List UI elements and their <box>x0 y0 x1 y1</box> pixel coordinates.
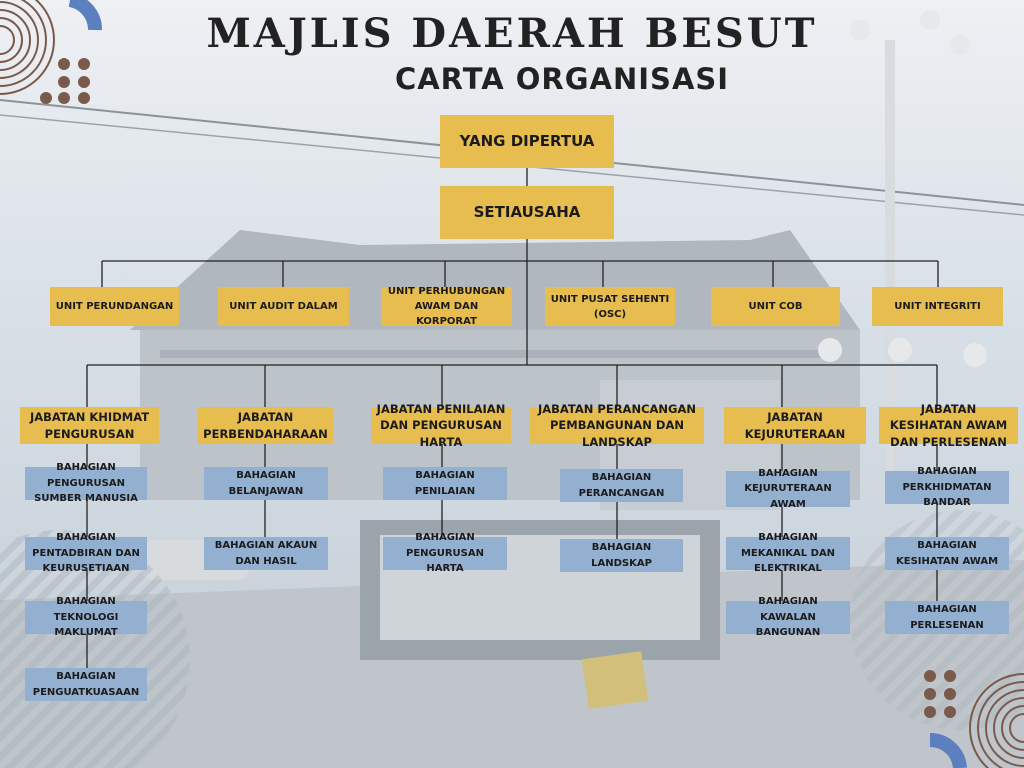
bahagian-teknologi-maklumat-box: BAHAGIAN TEKNOLOGI MAKLUMAT <box>25 596 147 638</box>
bahagian-kejuruteraan-awam-box: BAHAGIAN KEJURUTERAAN AWAM <box>726 468 850 510</box>
jabatan-perbendaharaan-box: JABATAN PERBENDAHARAAN <box>198 407 333 444</box>
page-subtitle: CARTA ORGANISASI <box>394 62 730 96</box>
bahagian-perancangan-box: BAHAGIAN PERANCANGAN <box>560 469 683 502</box>
jabatan-kesihatan-awam-box: JABATAN KESIHATAN AWAM DAN PERLESENAN <box>879 402 1018 449</box>
bahagian-penguatkuasaan-box: BAHAGIAN PENGUATKUASAAN <box>25 668 147 701</box>
bahagian-kesihatan-awam-box: BAHAGIAN KESIHATAN AWAM <box>885 537 1009 570</box>
bahagian-perlesenan-box: BAHAGIAN PERLESENAN <box>885 601 1009 634</box>
yang-dipertua-box: YANG DIPERTUA <box>440 115 614 168</box>
bahagian-belanjawan-box: BAHAGIAN BELANJAWAN <box>204 467 328 500</box>
bahagian-pentadbiran-box: BAHAGIAN PENTADBIRAN DAN KEURUSETIAAN <box>25 532 147 574</box>
unit-audit-dalam-box: UNIT AUDIT DALAM <box>218 287 349 326</box>
bahagian-pengurusan-harta-box: BAHAGIAN PENGURUSAN HARTA <box>383 532 507 574</box>
dot-grid-decor-top <box>40 58 100 108</box>
setiausaha-box: SETIAUSAHA <box>440 186 614 239</box>
bahagian-penilaian-box: BAHAGIAN PENILAIAN <box>383 467 507 500</box>
bahagian-kawalan-bangunan-box: BAHAGIAN KAWALAN BANGUNAN <box>726 596 850 638</box>
bahagian-perkhidmatan-bandar-box: BAHAGIAN PERKHIDMATAN BANDAR <box>885 466 1009 508</box>
dot-grid-decor-bottom <box>924 670 984 720</box>
bahagian-landskap-box: BAHAGIAN LANDSKAP <box>560 539 683 572</box>
jabatan-kejuruteraan-box: JABATAN KEJURUTERAAN <box>724 407 866 444</box>
unit-pusat-sehenti-box: UNIT PUSAT SEHENTI (OSC) <box>545 287 675 326</box>
unit-perundangan-box: UNIT PERUNDANGAN <box>50 287 179 326</box>
bahagian-pengurusan-sumber-manusia-box: BAHAGIAN PENGURUSAN SUMBER MANUSIA <box>25 462 147 504</box>
bahagian-mekanikal-box: BAHAGIAN MEKANIKAL DAN ELEKTRIKAL <box>726 532 850 574</box>
jabatan-perancangan-box: JABATAN PERANCANGAN PEMBANGUNAN DAN LAND… <box>530 402 704 449</box>
jabatan-penilaian-box: JABATAN PENILAIAN DAN PENGURUSAN HARTA <box>371 402 511 449</box>
unit-cob-box: UNIT COB <box>711 287 840 326</box>
unit-integriti-box: UNIT INTEGRITI <box>872 287 1003 326</box>
jabatan-khidmat-pengurusan-box: JABATAN KHIDMAT PENGURUSAN <box>20 407 159 444</box>
unit-perhubungan-awam-box: UNIT PERHUBUNGAN AWAM DAN KORPORAT <box>381 286 512 327</box>
page-title: MAJLIS DAERAH BESUT <box>206 10 818 57</box>
bahagian-akaun-dan-hasil-box: BAHAGIAN AKAUN DAN HASIL <box>204 537 328 570</box>
